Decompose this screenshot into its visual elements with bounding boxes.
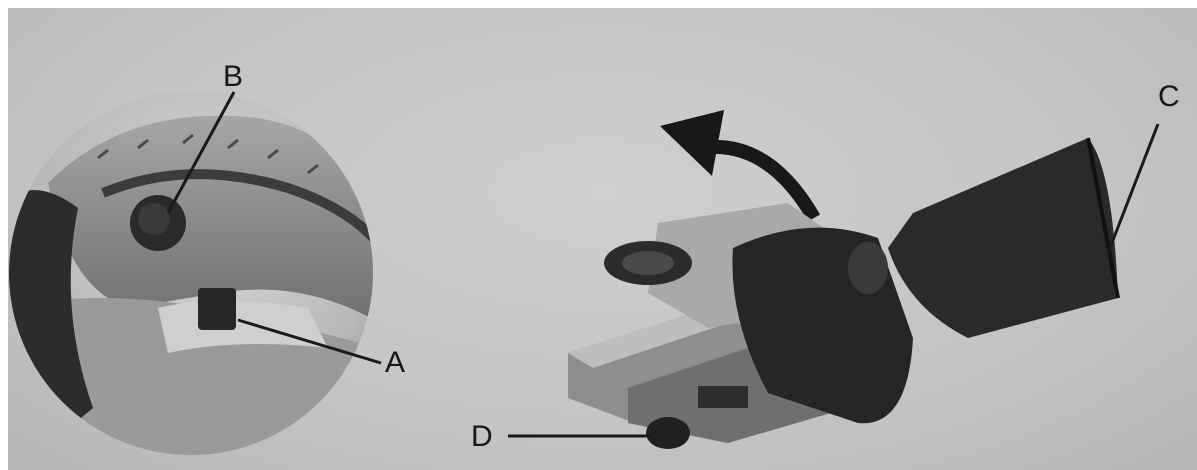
callout-label-c: C: [1158, 82, 1180, 112]
callout-label-d: D: [471, 422, 493, 452]
callout-label-b: B: [223, 62, 243, 92]
detail-circle: [8, 91, 388, 470]
callout-label-a: A: [385, 348, 405, 378]
manual-illustration: B A C D: [8, 8, 1197, 470]
leader-line-c: [1108, 124, 1158, 253]
belt-sander: [568, 138, 1118, 449]
curved-arrow-icon: [660, 110, 814, 218]
illustration-drawing: [8, 8, 1197, 470]
